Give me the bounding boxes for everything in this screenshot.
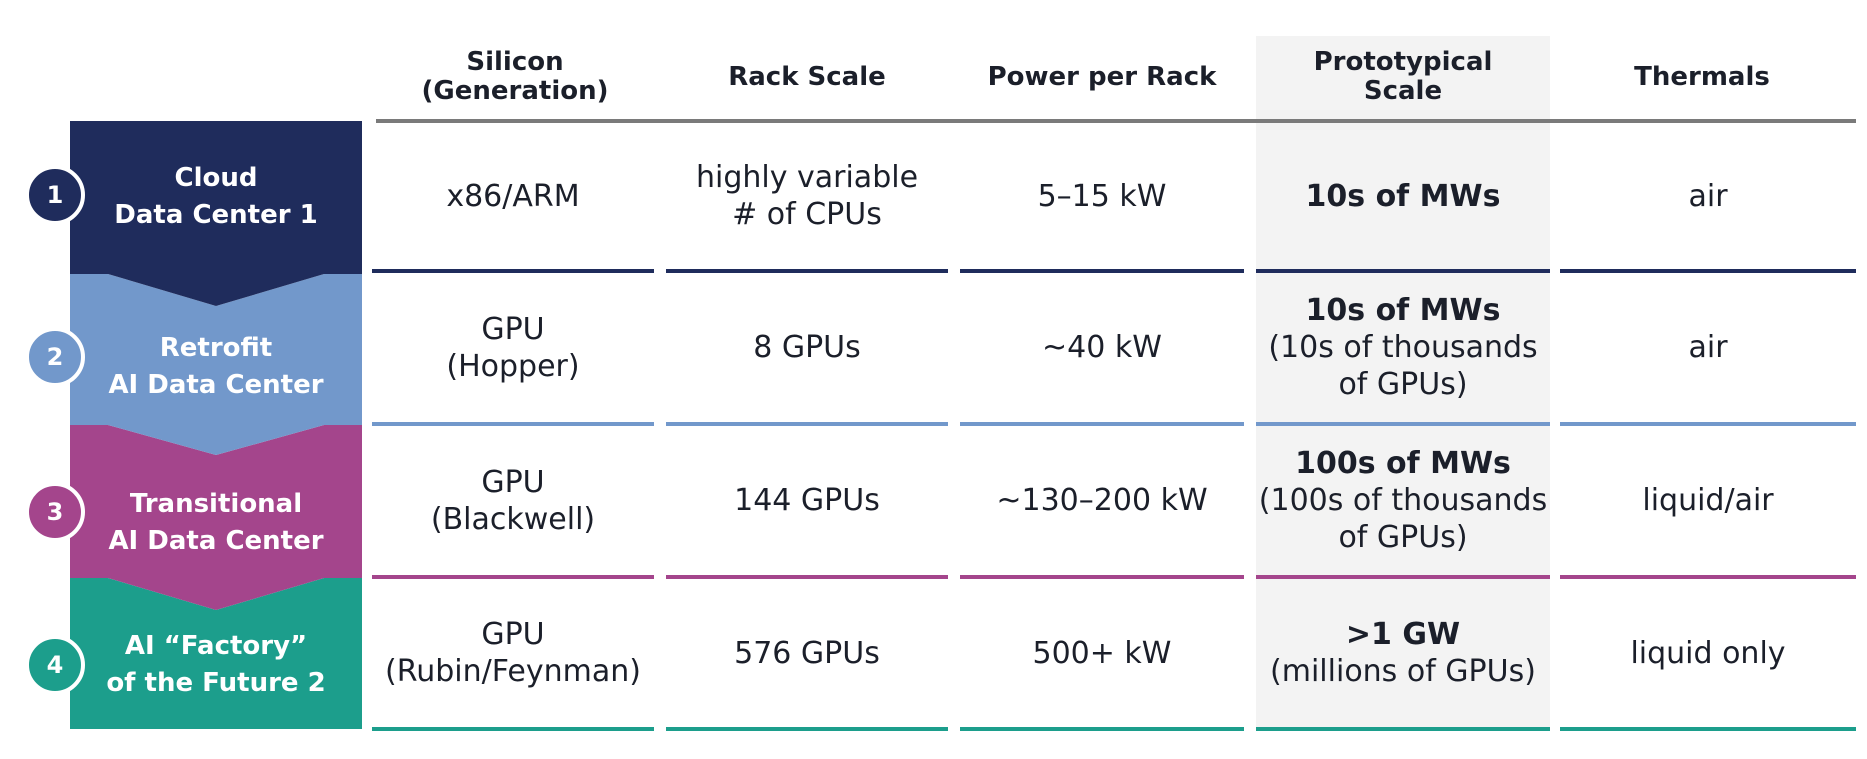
cell-silicon-3: GPU(Blackwell) — [372, 426, 654, 575]
cell-rack-scale-1: highly variable# of CPUs — [666, 123, 948, 269]
silicon-line: GPU — [481, 617, 545, 652]
stage-chevrons — [70, 121, 362, 729]
cell-silicon-1: x86/ARM — [372, 123, 654, 269]
row-rule-2-rack-scale — [666, 422, 948, 426]
row-rule-4-prototypical-scale — [1256, 727, 1550, 731]
power-per-rack-line: 500+ kW — [1032, 635, 1172, 671]
silicon-line: x86/ARM — [446, 178, 580, 214]
power-per-rack-line: 5–15 kW — [1037, 178, 1167, 214]
stage-label-4: AI “Factory” of the Future 2 — [106, 631, 326, 698]
row-rule-1-thermals — [1560, 269, 1856, 273]
scale-detail-line: (10s of thousands — [1268, 330, 1538, 365]
cell-prototypical-scale-4: >1 GW(millions of GPUs) — [1256, 579, 1550, 727]
rack-scale-line: highly variable — [695, 160, 919, 195]
scale-detail-line: (100s of thousands — [1258, 483, 1548, 518]
header-power-per-rack: Power per Rack — [987, 61, 1217, 92]
silicon-line: (Blackwell) — [430, 501, 596, 537]
silicon-line: GPU — [481, 311, 545, 347]
row-rule-3-power-per-rack — [960, 575, 1244, 579]
thermals-line: air — [1688, 178, 1728, 214]
power-per-rack-line: ~130–200 kW — [996, 483, 1208, 518]
cell-silicon-4: GPU(Rubin/Feynman) — [372, 579, 654, 727]
row-rule-1-rack-scale — [666, 269, 948, 273]
row-rule-2-thermals — [1560, 422, 1856, 426]
row-rule-1-power-per-rack — [960, 269, 1244, 273]
stage-label-2: Retrofit AI Data Center — [108, 333, 324, 400]
row-rule-4-rack-scale — [666, 727, 948, 731]
row-rule-2-silicon — [372, 422, 654, 426]
power-per-rack-line: ~40 kW — [1042, 330, 1162, 365]
cell-rack-scale-2: 8 GPUs — [666, 273, 948, 422]
header-prototypical-scale: Prototypical Scale — [1313, 47, 1493, 106]
row-rule-1-prototypical-scale — [1256, 269, 1550, 273]
stage-chevron-2 — [70, 274, 362, 455]
row-rule-3-rack-scale — [666, 575, 948, 579]
row-rule-3-silicon — [372, 575, 654, 579]
cell-power-per-rack-3: ~130–200 kW — [960, 426, 1244, 575]
row-rule-4-silicon — [372, 727, 654, 731]
silicon-line: (Hopper) — [446, 348, 580, 384]
scale-bold: >1 GW — [1345, 617, 1461, 652]
thermals-line: liquid only — [1630, 635, 1786, 671]
stage-chevron-1 — [70, 121, 362, 306]
scale-bold: 10s of MWs — [1305, 178, 1501, 214]
rack-scale-line: 576 GPUs — [734, 635, 880, 671]
cell-power-per-rack-2: ~40 kW — [960, 273, 1244, 422]
cell-silicon-2: GPU(Hopper) — [372, 273, 654, 422]
row-rule-1-silicon — [372, 269, 654, 273]
header-thermals: Thermals — [1634, 61, 1770, 92]
stage-number-1: 1 — [25, 165, 85, 225]
cell-thermals-4: liquid only — [1560, 579, 1856, 727]
cell-rack-scale-3: 144 GPUs — [666, 426, 948, 575]
stage-number-4: 4 — [25, 635, 85, 695]
header-rack-scale: Rack Scale — [728, 61, 886, 92]
row-rule-4-power-per-rack — [960, 727, 1244, 731]
stage-number-2: 2 — [25, 327, 85, 387]
stage-chevron-4 — [70, 578, 362, 729]
stage-label-1: Cloud Data Center 1 — [114, 163, 318, 230]
scale-bold: 10s of MWs — [1305, 293, 1501, 328]
scale-detail-line: (millions of GPUs) — [1270, 654, 1536, 689]
scale-bold: 100s of MWs — [1295, 446, 1511, 481]
rack-scale-line: 8 GPUs — [753, 330, 861, 365]
cell-power-per-rack-4: 500+ kW — [960, 579, 1244, 727]
cell-thermals-2: air — [1560, 273, 1856, 422]
header-rule — [376, 119, 1856, 123]
stage-label-3: Transitional AI Data Center — [108, 489, 324, 556]
cell-rack-scale-4: 576 GPUs — [666, 579, 948, 727]
header-silicon: Silicon (Generation) — [421, 47, 609, 106]
cell-thermals-3: liquid/air — [1560, 426, 1856, 575]
row-rule-3-thermals — [1560, 575, 1856, 579]
thermals-line: liquid/air — [1642, 483, 1774, 518]
row-rule-3-prototypical-scale — [1256, 575, 1550, 579]
row-rule-2-prototypical-scale — [1256, 422, 1550, 426]
scale-detail-line: of GPUs) — [1338, 367, 1468, 402]
scale-detail-line: of GPUs) — [1338, 520, 1468, 555]
stage-chevron-3 — [70, 425, 362, 610]
cell-power-per-rack-1: 5–15 kW — [960, 123, 1244, 269]
silicon-line: GPU — [481, 464, 545, 500]
cell-prototypical-scale-1: 10s of MWs — [1256, 123, 1550, 269]
prototypical-scale-column-highlight — [1256, 36, 1550, 729]
cell-thermals-1: air — [1560, 123, 1856, 269]
thermals-line: air — [1688, 330, 1728, 365]
rack-scale-line: 144 GPUs — [734, 483, 880, 518]
row-rule-4-thermals — [1560, 727, 1856, 731]
row-rule-2-power-per-rack — [960, 422, 1244, 426]
rack-scale-line: # of CPUs — [732, 197, 882, 232]
stage-number-3: 3 — [25, 482, 85, 542]
silicon-line: (Rubin/Feynman) — [385, 654, 641, 689]
